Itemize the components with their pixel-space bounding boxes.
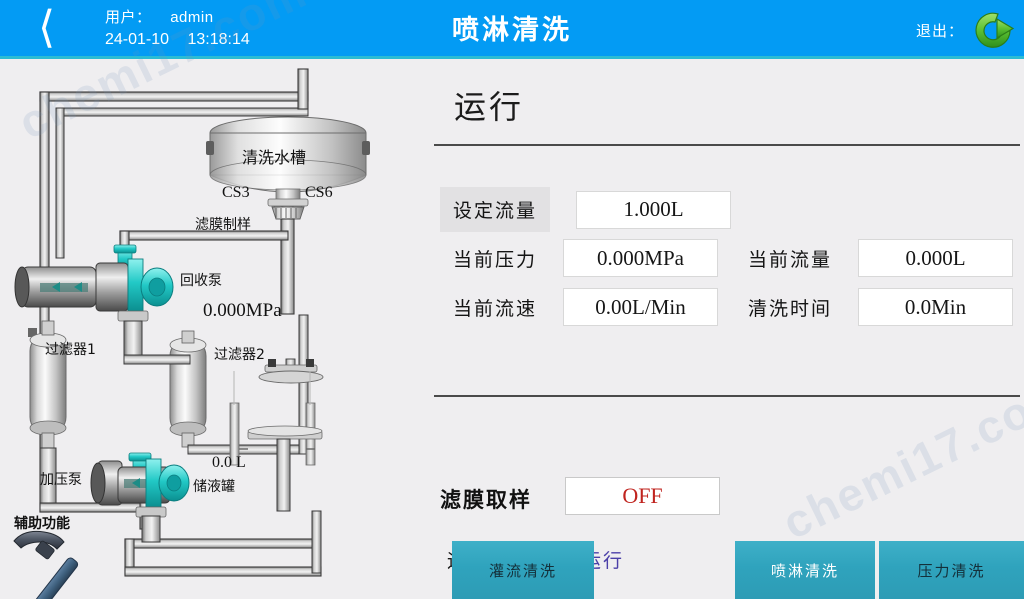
- recovery-pump-label: 回收泵: [180, 273, 222, 289]
- sensor-cs3-label: CS3: [222, 184, 250, 201]
- field-set-flow-label: 设定流量: [440, 187, 551, 232]
- pressure-reading: 0.000MPa: [203, 300, 282, 321]
- hammer-icon: [13, 530, 79, 599]
- perfusion-wash-button[interactable]: 灌流清洗: [452, 541, 594, 599]
- field-flow-rate-value: 0.00L/Min: [563, 288, 719, 326]
- field-wash-time-value: 0.0Min: [858, 288, 1014, 326]
- field-set-flow: 设定流量 1.000L: [440, 187, 732, 232]
- filter2-label: 过滤器2: [214, 347, 265, 363]
- exit-control[interactable]: 退出：: [916, 5, 1018, 55]
- exit-label: 退出：: [915, 22, 964, 40]
- field-flow-rate-label: 当前流速: [453, 297, 538, 320]
- tank-volume-value: 0.0 L: [212, 454, 246, 471]
- pressure-wash-button[interactable]: 压力清洗: [879, 541, 1024, 599]
- user-name: admin: [170, 9, 214, 26]
- divider-bottom: [434, 395, 1020, 397]
- date-display: 24-01-10: [105, 31, 170, 48]
- membrane-sampling-toggle[interactable]: OFF: [565, 477, 720, 515]
- spray-wash-button[interactable]: 喷淋清洗: [735, 541, 877, 599]
- membrane-prep-label[interactable]: 滤膜制样: [195, 217, 251, 233]
- field-current-pressure-value: 0.000MPa: [563, 239, 719, 277]
- field-wash-time-label: 清洗时间: [748, 297, 833, 320]
- time-display: 13:18:14: [187, 31, 250, 48]
- back-chevron-icon[interactable]: ⟨: [38, 2, 56, 53]
- field-current-pressure: 当前压力 0.000MPa: [453, 239, 719, 277]
- field-set-flow-value[interactable]: 1.000L: [576, 190, 732, 229]
- membrane-sampling-label: 滤膜取样: [440, 488, 532, 512]
- field-current-flow-value: 0.000L: [858, 239, 1014, 277]
- header-bar: ⟨ 用户： admin 24-01-10 13:18:14 喷淋清洗 退出：: [0, 0, 1024, 59]
- field-wash-time: 清洗时间 0.0Min: [748, 288, 1014, 326]
- divider-top: [434, 144, 1020, 146]
- user-info: 用户： admin 24-01-10 13:18:14: [105, 6, 250, 49]
- piping-schematic: [13, 68, 370, 599]
- run-panel: 运行 设定流量 1.000L 当前压力 0.000MPa 当前流量 0.000L…: [430, 59, 1024, 599]
- field-current-flow: 当前流量 0.000L: [748, 239, 1014, 277]
- power-exit-icon[interactable]: [968, 5, 1018, 55]
- storage-tank-label: 储液罐: [193, 479, 235, 495]
- filter1-graphic: [28, 320, 67, 513]
- booster-pump-label: 加压泵: [40, 472, 82, 488]
- user-label: 用户：: [105, 9, 152, 26]
- aux-function-label[interactable]: 辅助功能: [14, 516, 70, 532]
- filter1-label: 过滤器1: [45, 342, 96, 358]
- recovery-pump-graphic: [14, 244, 174, 358]
- panel-title: 运行: [454, 88, 525, 126]
- page-title: 喷淋清洗: [452, 15, 572, 46]
- sensor-cs6-label: CS6: [305, 184, 333, 201]
- storage-tank-graphic: [229, 371, 323, 512]
- wash-tank-label: 清洗水槽: [242, 148, 307, 167]
- field-flow-rate: 当前流速 0.00L/Min: [453, 288, 719, 326]
- booster-pump-graphic: [90, 452, 190, 543]
- field-current-pressure-label: 当前压力: [453, 248, 538, 271]
- process-diagram: 清洗水槽 CS3 CS6 滤膜制样 回收泵 0.000MPa 过滤器1 过滤器2…: [0, 59, 430, 599]
- field-current-flow-label: 当前流量: [748, 248, 833, 271]
